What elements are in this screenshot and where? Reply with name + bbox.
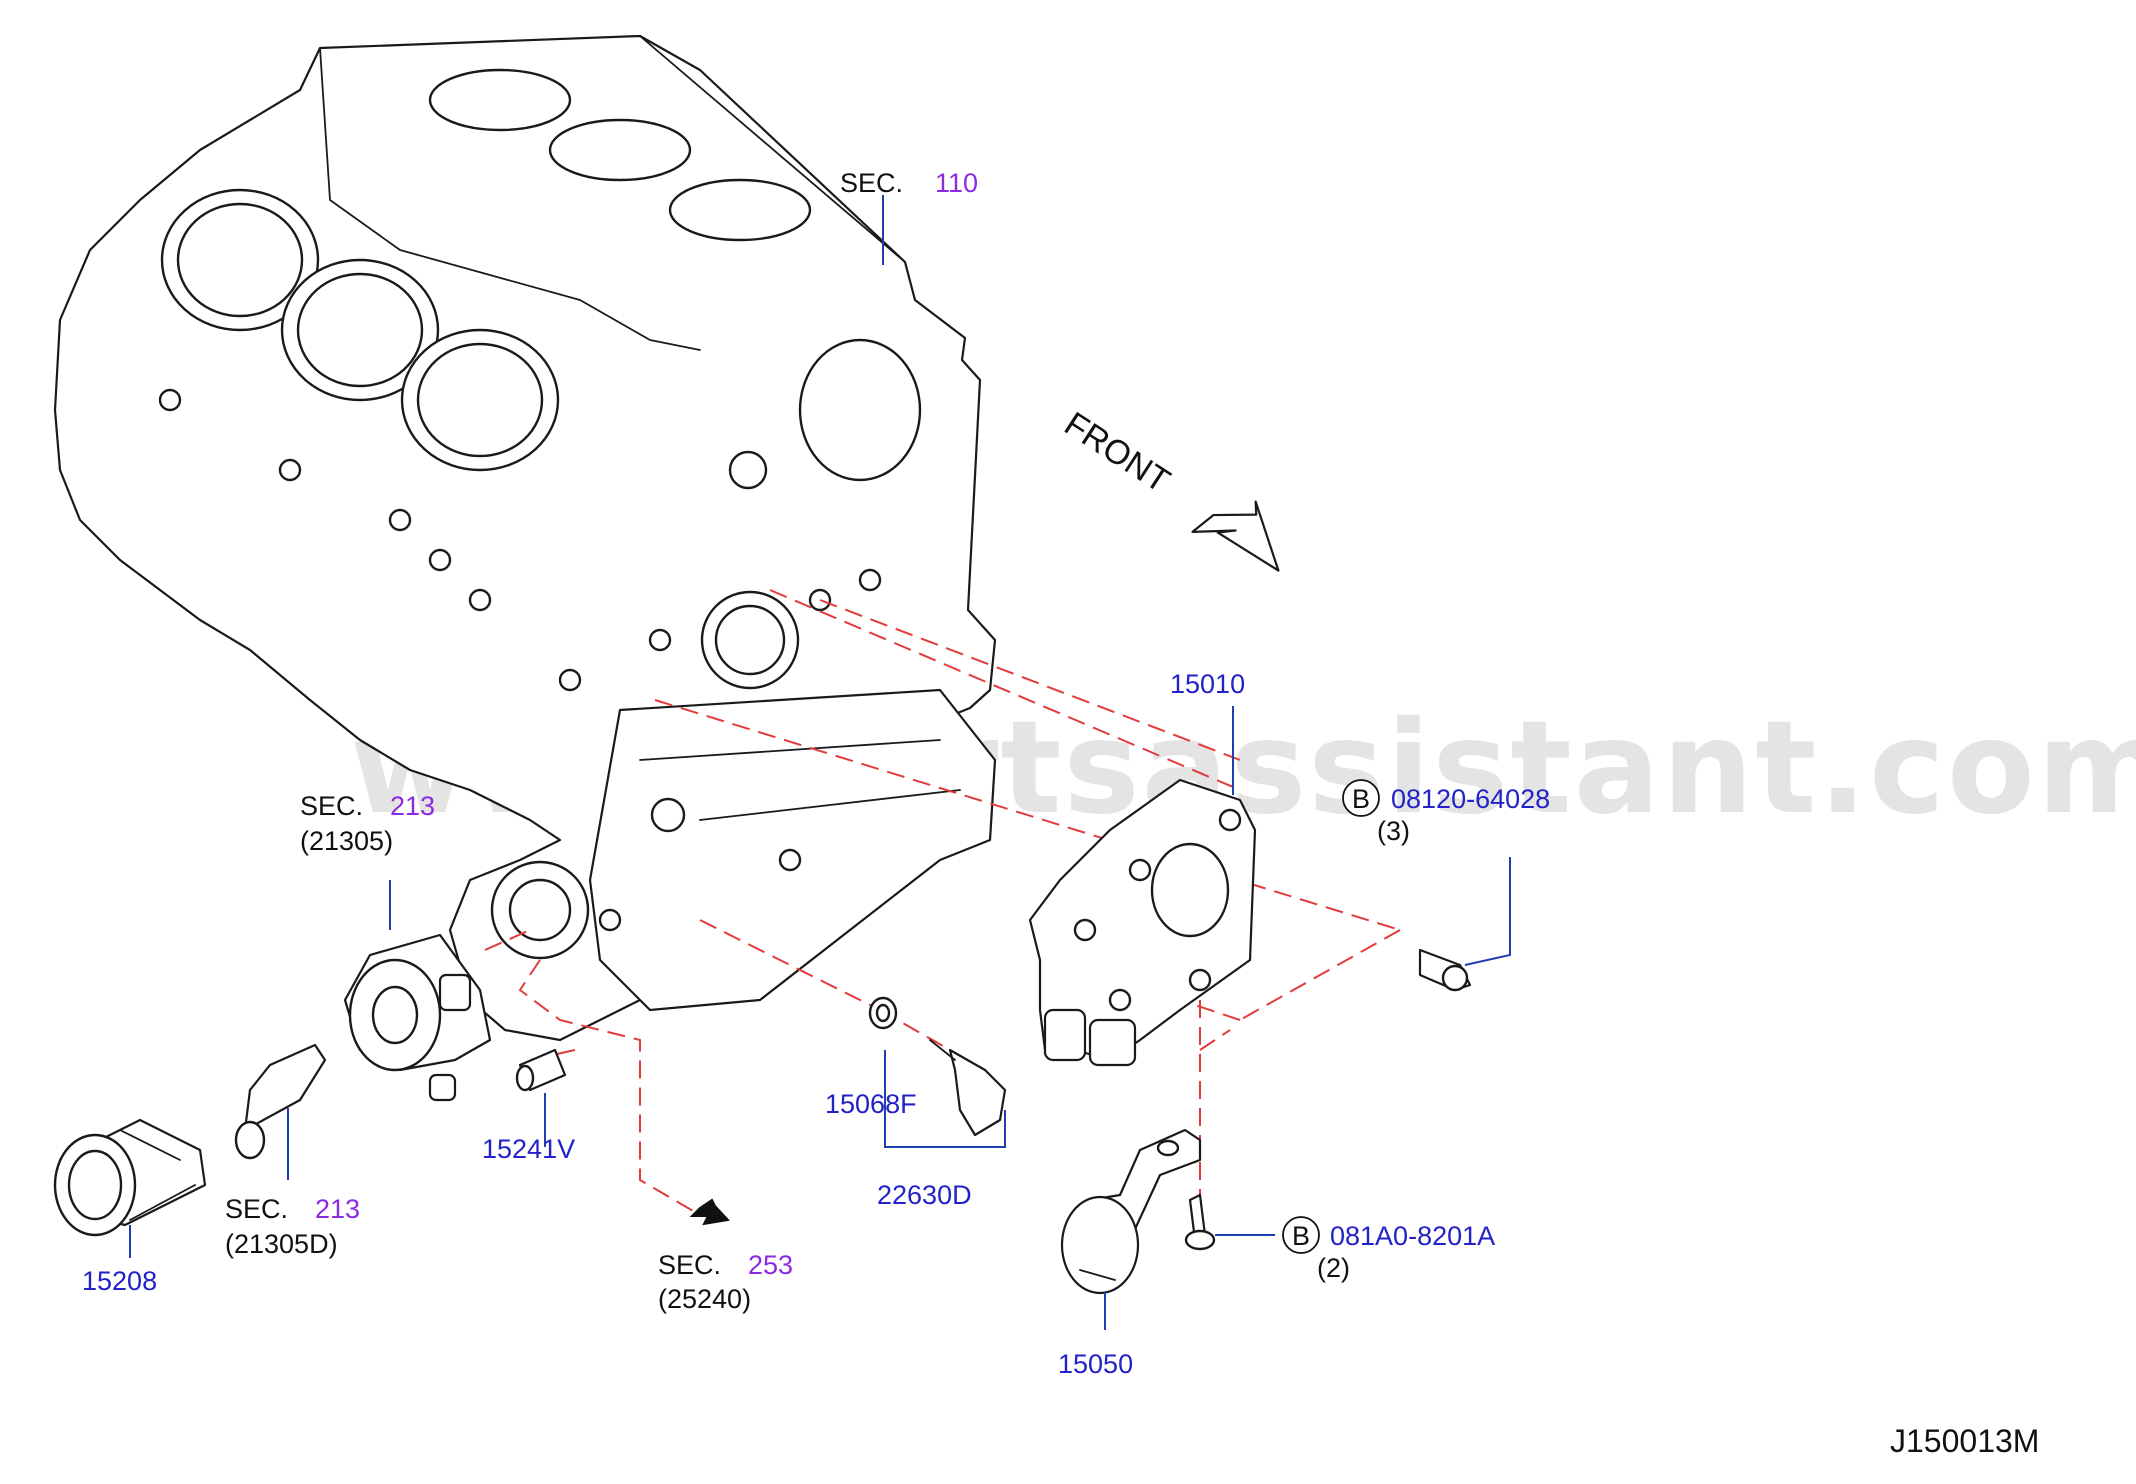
bolt-b1-number[interactable]: 08120-64028 (1391, 784, 1550, 814)
sec-213-a-number[interactable]: 213 (390, 791, 435, 821)
sec-213-a-part: (21305) (300, 826, 393, 856)
bolt-b2-badge-circle (1282, 1216, 1320, 1254)
part-22630D[interactable]: 22630D (877, 1180, 972, 1210)
part-15068F[interactable]: 15068F (825, 1089, 917, 1119)
sec-213-b-prefix: SEC. (225, 1194, 288, 1224)
connector-21305D[interactable] (234, 1043, 327, 1160)
oil-pump-15010[interactable] (1028, 778, 1257, 1067)
sec-253-number[interactable]: 253 (748, 1250, 793, 1280)
section-arrow-icon (689, 1198, 730, 1226)
front-arrow-icon (1191, 500, 1280, 572)
bolt-b2-number[interactable]: 081A0-8201A (1330, 1221, 1495, 1251)
sec-110-prefix: SEC. (840, 168, 903, 198)
bolt-b2-badge: B (1292, 1221, 1310, 1251)
oil-cooler-21305[interactable] (343, 933, 492, 1102)
sec-213-b-part: (21305D) (225, 1229, 338, 1259)
part-15050[interactable]: 15050 (1058, 1349, 1133, 1379)
engine-block[interactable] (53, 34, 997, 1042)
leader-lines (129, 195, 1511, 1330)
oil-sensor-22630D[interactable] (868, 996, 1007, 1137)
bolt-b2-qty: (2) (1317, 1253, 1350, 1283)
front-label: FRONT (1058, 405, 1177, 501)
sec-213-a-prefix: SEC. (300, 791, 363, 821)
part-15208[interactable]: 15208 (82, 1266, 157, 1296)
bolt-b1-qty: (3) (1377, 816, 1410, 846)
sec-110-number[interactable]: 110 (935, 168, 978, 198)
oil-filter-15208[interactable] (53, 1118, 207, 1237)
bolt-081A0-8201A[interactable] (1184, 1193, 1216, 1251)
front-indicator: FRONT (1058, 405, 1280, 572)
sec-213-b-number[interactable]: 213 (315, 1194, 360, 1224)
bolt-08120-64028[interactable] (1418, 948, 1472, 992)
sec-253-part: (25240) (658, 1284, 751, 1314)
oil-strainer-15050[interactable] (1060, 1128, 1202, 1295)
bolt-b1-badge: B (1352, 784, 1370, 814)
part-15241V[interactable]: 15241V (482, 1134, 575, 1164)
relief-valve-15241V[interactable] (515, 1048, 567, 1092)
sec-253-prefix: SEC. (658, 1250, 721, 1280)
part-15010[interactable]: 15010 (1170, 669, 1245, 699)
diagram-code: J150013M (1890, 1423, 2039, 1459)
bolt-b1-badge-circle (1342, 779, 1380, 817)
